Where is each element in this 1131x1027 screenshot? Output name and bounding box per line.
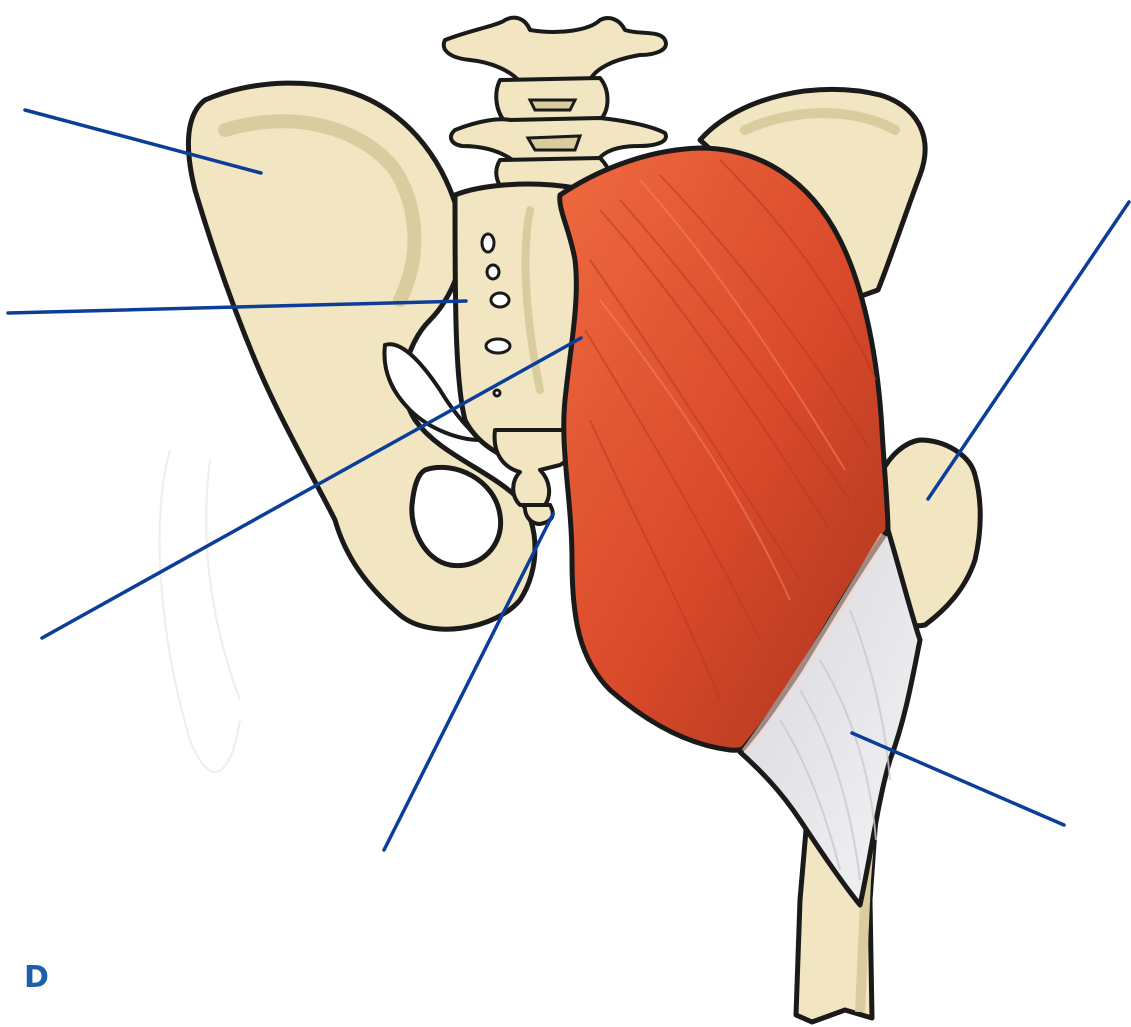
panel-letter: D <box>24 963 49 993</box>
faint-sketch <box>160 450 240 772</box>
leader-line-greater-trochanter <box>928 202 1129 499</box>
